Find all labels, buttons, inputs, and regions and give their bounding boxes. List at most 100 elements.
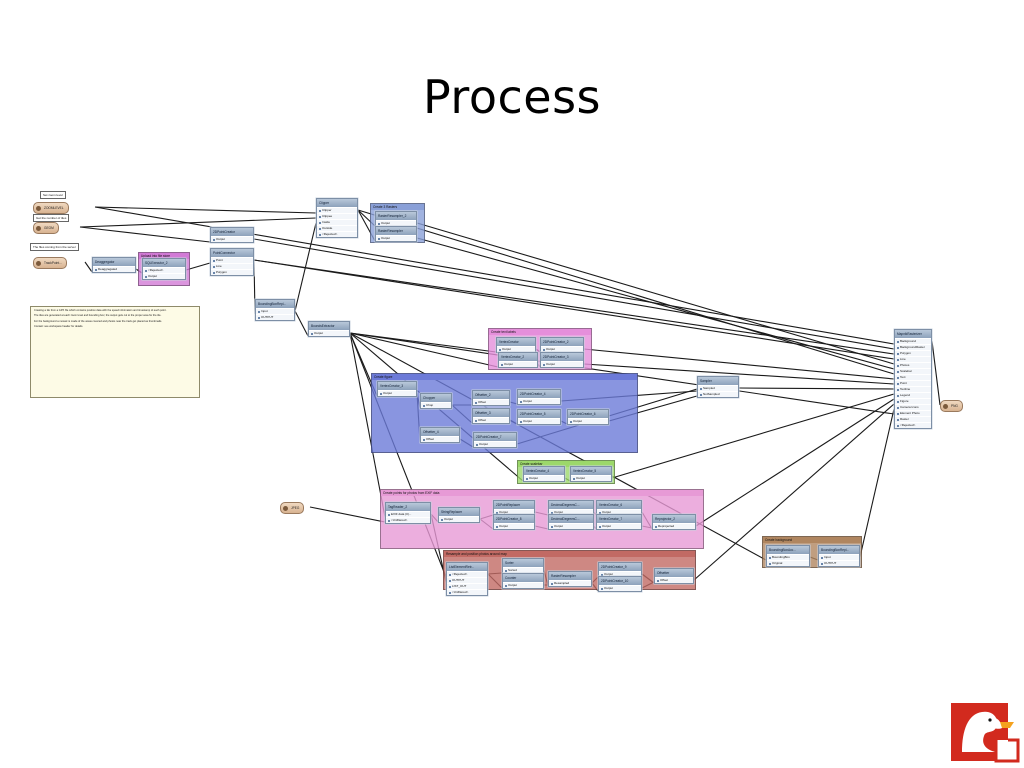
connection-line[interactable] [84,261,93,273]
output-port[interactable]: EXIF data (0)... [386,511,430,517]
output-port[interactable]: Textline [895,386,931,392]
output-port[interactable]: Output [474,441,516,447]
connection-line[interactable] [253,238,895,350]
output-port[interactable]: Point [211,257,253,263]
output-port[interactable]: Output [309,330,349,336]
output-port[interactable]: Offset [473,399,509,405]
output-port[interactable]: Point [895,380,931,386]
output-port[interactable]: <Rejected> [895,422,931,428]
output-port[interactable]: Output [518,398,560,404]
connection-line[interactable] [185,262,211,271]
output-port[interactable]: Offset [655,577,693,583]
output-port[interactable]: Output [503,582,543,588]
connection-line[interactable] [294,222,317,312]
output-port[interactable]: Reprojected [653,523,695,529]
output-port[interactable]: Outside [317,225,357,231]
reader-trackpoint[interactable]: TrackPoint... [33,257,67,269]
connection-line[interactable] [416,222,895,365]
connection-line[interactable] [859,408,895,558]
output-port[interactable]: LIST_OUT [447,583,487,589]
writer-png[interactable]: PNG [940,400,963,412]
output-port[interactable]: Sampled [698,385,738,391]
output-port[interactable]: Raster [895,416,931,422]
connection-line[interactable] [253,259,895,360]
connection-line[interactable] [416,237,895,370]
output-port[interactable]: OUTPUT [256,314,294,320]
output-port[interactable]: Line [895,356,931,362]
output-port[interactable]: Output [599,571,641,577]
output-port[interactable]: Output [597,523,641,529]
output-port[interactable]: Input [256,308,294,314]
reader-geom[interactable]: GEOM [33,222,59,234]
connection-line[interactable] [583,348,895,380]
connection-line[interactable] [611,393,895,479]
output-port[interactable]: OUTPUT [819,560,859,566]
reader-jpeg[interactable]: JPEG [280,502,305,514]
output-port[interactable]: <Unfiltered> [447,589,487,595]
connection-line[interactable] [695,398,895,527]
output-port[interactable]: Output [378,390,416,396]
output-port[interactable]: Clippee [317,213,357,219]
output-port[interactable]: Legend [895,392,931,398]
connection-line[interactable] [583,363,895,385]
connection-line[interactable] [79,226,211,243]
output-port[interactable]: Output [599,585,641,591]
output-port[interactable]: Output [439,516,479,522]
connection-line[interactable] [931,340,941,406]
connection-line[interactable] [309,506,386,523]
output-port[interactable]: Output [568,418,608,424]
transformer-dms1[interactable]: DecimalDegreesC...Output [548,500,594,516]
output-port[interactable]: Output [541,361,583,367]
connection-line[interactable] [357,209,895,375]
output-port[interactable]: Clipper [317,207,357,213]
output-port[interactable]: Inside [317,219,357,225]
output-port[interactable]: Output [211,236,253,242]
output-port[interactable]: <Rejected> [447,571,487,577]
output-port[interactable]: Line [211,263,253,269]
output-port[interactable]: BackgroundRaster [895,344,931,350]
connection-line[interactable] [79,217,317,228]
output-port[interactable]: Output [541,346,583,352]
output-port[interactable]: Background [895,338,931,344]
output-port[interactable]: Output [518,418,560,424]
connection-line[interactable] [253,259,895,355]
output-port[interactable]: Input [819,554,859,560]
output-port[interactable]: Resampled [549,580,591,586]
output-port[interactable]: Output [499,361,537,367]
connection-line[interactable] [738,387,895,390]
output-port[interactable]: Polygon [211,269,253,275]
connection-line[interactable] [693,403,895,581]
connection-line[interactable] [253,259,256,315]
reader-zoomlevel[interactable]: ZOOMLEVEL [33,202,69,214]
output-port[interactable]: Output [524,475,564,481]
output-port[interactable]: Output [494,523,534,529]
output-port[interactable]: Output [549,523,593,529]
output-port[interactable]: Output [376,220,416,226]
output-port[interactable]: OUTPUT [447,577,487,583]
